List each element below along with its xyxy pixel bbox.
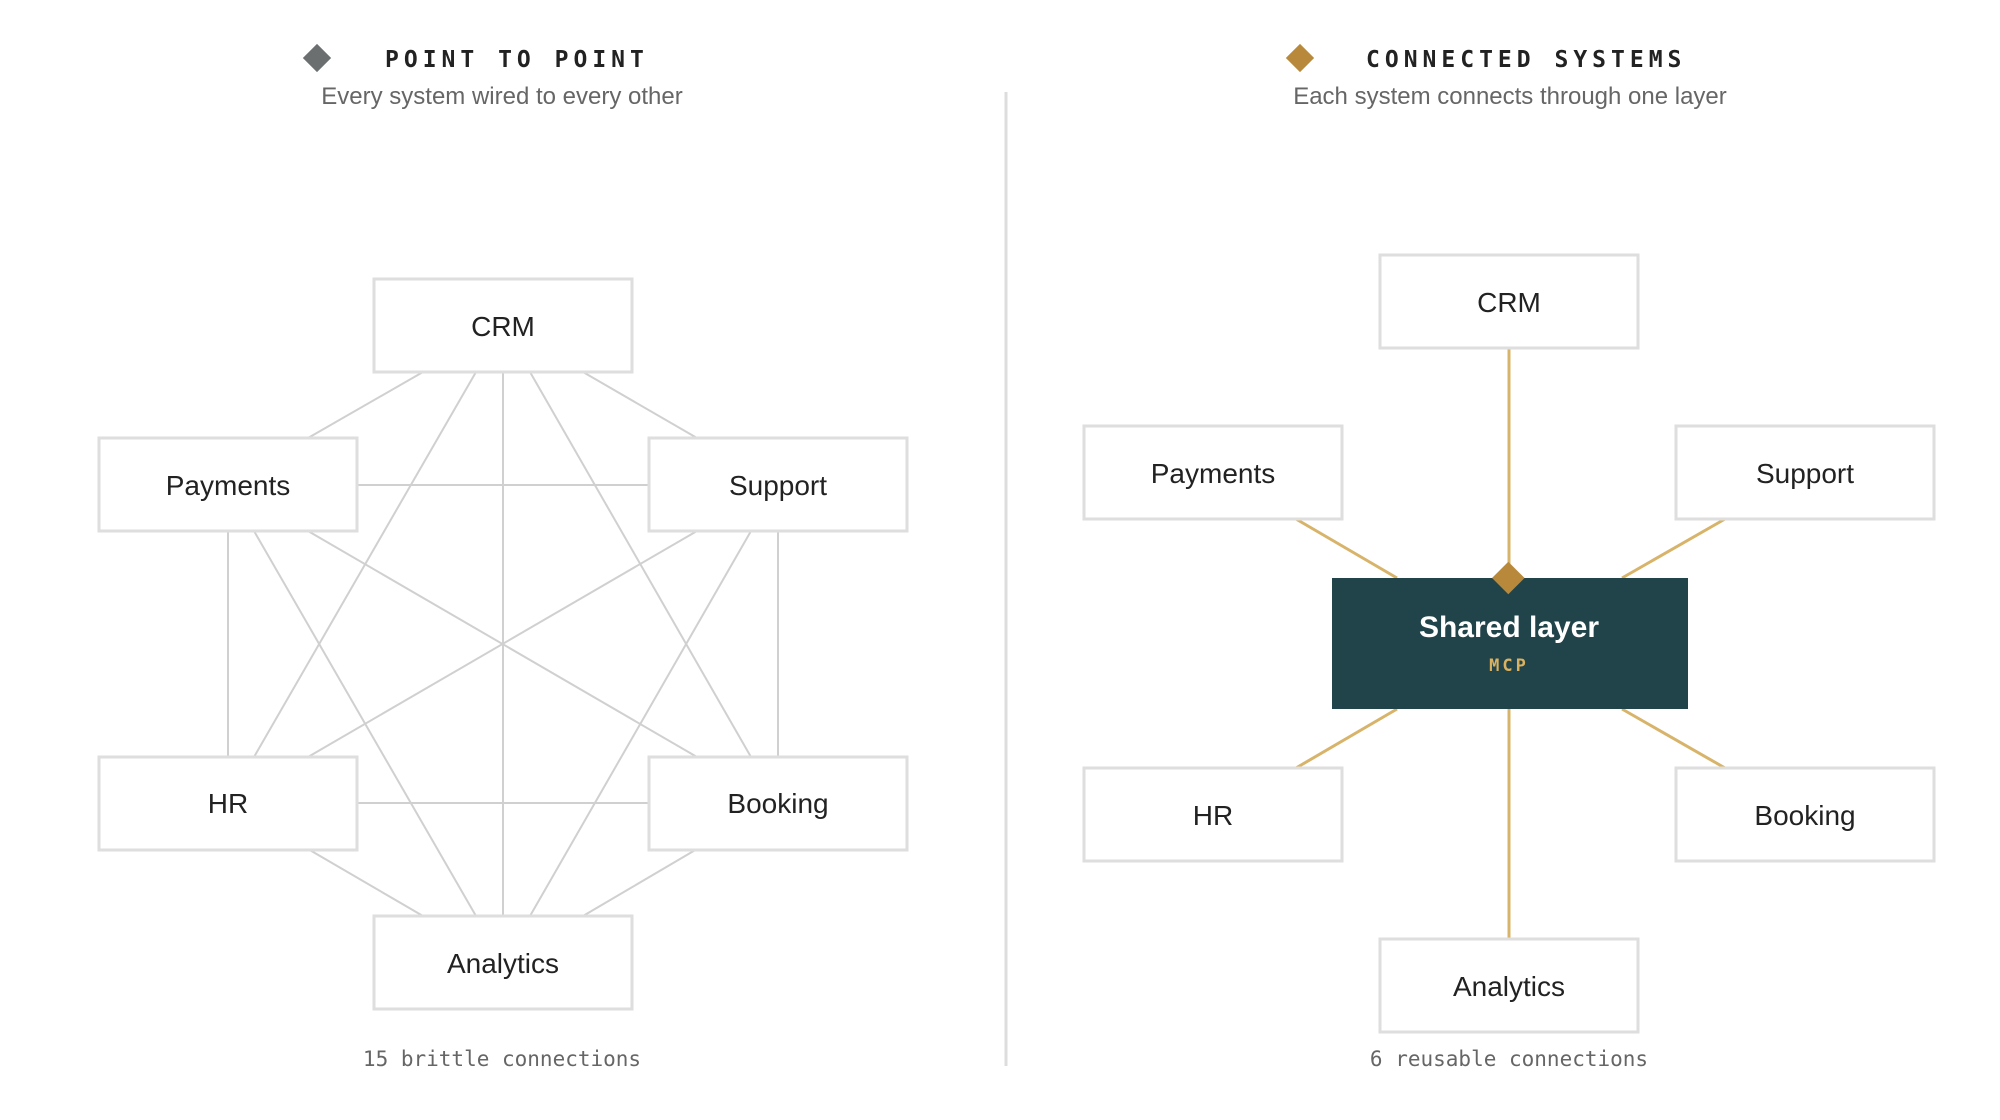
mesh-connection — [307, 530, 698, 758]
left-node-payments: Payments — [97, 436, 359, 533]
right-panel-footer: 6 reusable connections — [1370, 1047, 1648, 1071]
node-label: Booking — [727, 788, 828, 819]
right-panel: CONNECTED SYSTEMS Each system connects t… — [1082, 43, 1936, 1071]
hub-subtitle: MCP — [1489, 656, 1529, 676]
right-node-support: Support — [1674, 424, 1936, 521]
left-panel: POINT TO POINT Every system wired to eve… — [97, 43, 909, 1071]
node-label: HR — [1193, 800, 1233, 831]
right-panel-title: CONNECTED SYSTEMS — [1366, 47, 1686, 73]
hub-connection — [1621, 707, 1726, 770]
node-label: Support — [1756, 458, 1854, 489]
node-label: CRM — [1477, 287, 1541, 318]
right-node-payments: Payments — [1082, 424, 1344, 521]
shared-layer-hub: Shared layer MCP — [1332, 561, 1688, 709]
node-label: Support — [729, 470, 827, 501]
left-node-crm: CRM — [372, 277, 634, 374]
mesh-connection — [529, 530, 752, 917]
mesh-connection — [307, 848, 424, 917]
node-label: Payments — [166, 470, 291, 501]
right-node-analytics: Analytics — [1378, 937, 1640, 1034]
left-node-booking: Booking — [647, 755, 909, 852]
left-header-marker-icon — [302, 43, 332, 73]
node-label: Booking — [1754, 800, 1855, 831]
right-panel-subtitle: Each system connects through one layer — [1293, 83, 1727, 110]
hub-top-diamond-icon — [1492, 561, 1525, 595]
right-node-hr: HR — [1082, 766, 1344, 863]
left-node-hr: HR — [97, 755, 359, 852]
hub-connection — [1295, 517, 1398, 580]
node-label: Analytics — [447, 948, 559, 979]
right-header-marker-icon — [1285, 43, 1315, 73]
left-panel-subtitle: Every system wired to every other — [321, 83, 682, 110]
mesh-connection — [582, 848, 698, 917]
node-label: Payments — [1151, 458, 1276, 489]
node-label: Analytics — [1453, 971, 1565, 1002]
right-node-crm: CRM — [1378, 253, 1640, 350]
right-node-booking: Booking — [1674, 766, 1936, 863]
left-panel-footer: 15 brittle connections — [363, 1047, 641, 1071]
hub-connection — [1295, 707, 1398, 770]
left-panel-title: POINT TO POINT — [385, 47, 649, 73]
hub-connection — [1621, 517, 1726, 580]
mesh-connection — [582, 371, 698, 439]
left-node-analytics: Analytics — [372, 914, 634, 1011]
node-label: HR — [208, 788, 248, 819]
left-node-support: Support — [647, 436, 909, 533]
right-hub-connections — [1295, 348, 1726, 939]
mesh-connection — [307, 371, 424, 439]
node-label: CRM — [471, 311, 535, 342]
hub-title: Shared layer — [1419, 611, 1599, 644]
left-mesh-connections — [227, 371, 779, 917]
